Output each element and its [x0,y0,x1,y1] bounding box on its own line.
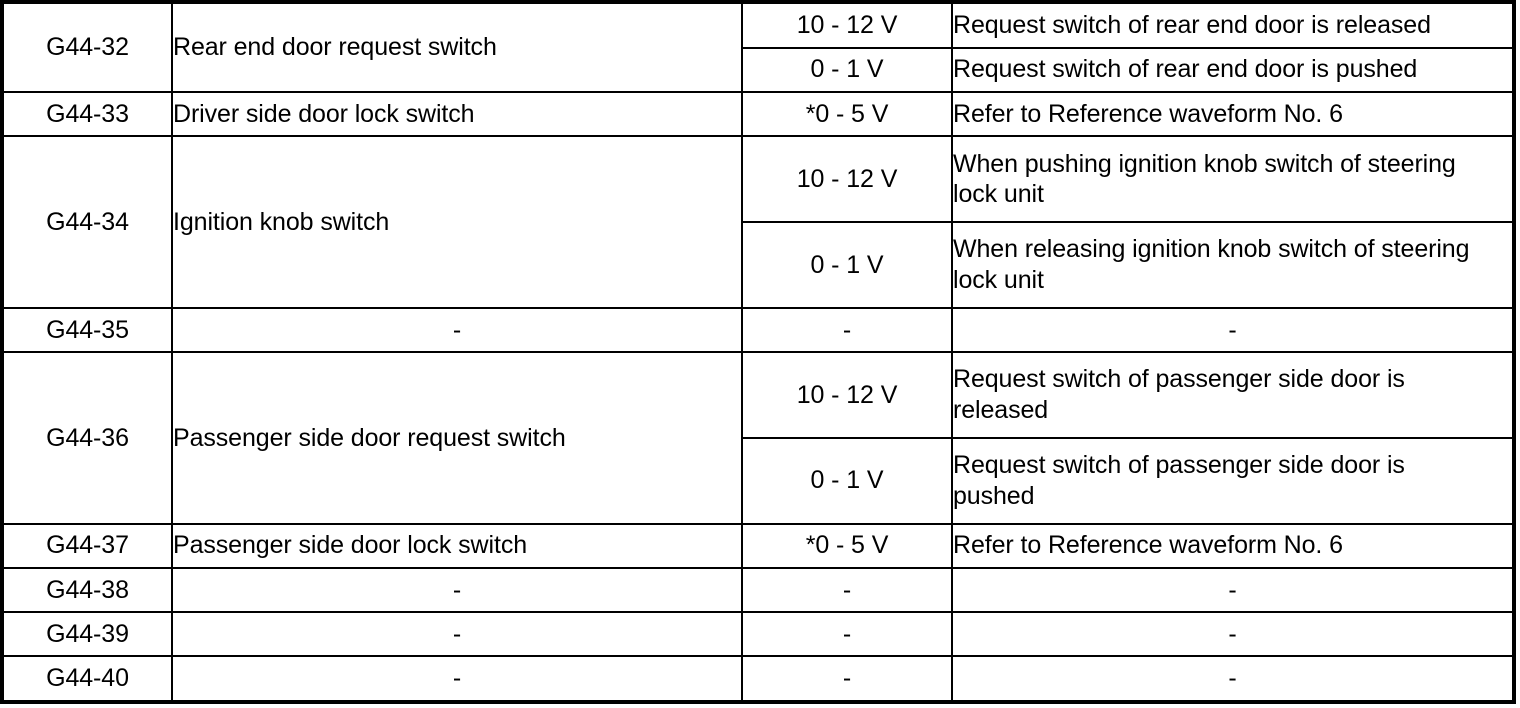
voltage-cell: - [741,566,953,614]
condition-text: Request switch of rear end door is relea… [953,11,1431,40]
condition-cell: - [951,655,1515,703]
terminal-id-cell: G44-39 [1,611,173,658]
voltage-cell: 0 - 1 V [741,46,953,93]
voltage-cell: 10 - 12 V [741,135,953,223]
condition-cell: Request switch of rear end door is relea… [951,1,1515,49]
condition-cell: Refer to Reference waveform No. 6 [951,90,1515,138]
voltage-cell: 10 - 12 V [741,1,953,49]
condition-text: Request switch of rear end door is pushe… [953,55,1418,84]
voltage-cell: - [741,306,953,353]
terminal-id-cell: G44-40 [1,655,173,703]
condition-cell: When pushing ignition knob switch of ste… [951,135,1515,223]
condition-text: Refer to Reference waveform No. 6 [953,531,1343,560]
table-row: G44-38--- [1,566,1515,614]
voltage-cell: 0 - 1 V [741,220,953,309]
condition-cell: When releasing ignition knob switch of s… [951,220,1515,309]
condition-cell: Request switch of rear end door is pushe… [951,46,1515,93]
signal-name-cell: - [171,611,743,658]
terminal-id-cell: G44-37 [1,522,173,569]
condition-text: When releasing ignition knob switch of s… [953,235,1470,294]
signal-name-cell: Passenger side door lock switch [171,522,743,569]
condition-text: - [1228,315,1237,344]
condition-text: - [1228,664,1237,693]
condition-text: When pushing ignition knob switch of ste… [953,149,1456,209]
condition-text: Refer to Reference waveform No. 6 [953,99,1343,128]
signal-name-cell: Rear end door request switch [171,1,743,93]
condition-cell: Refer to Reference waveform No. 6 [951,522,1515,569]
condition-cell: - [951,306,1515,353]
voltage-cell: - [741,611,953,658]
terminal-id-cell: G44-35 [1,306,173,353]
condition-cell: - [951,611,1515,658]
terminal-id-cell: G44-38 [1,566,173,614]
terminal-id-cell: G44-33 [1,90,173,138]
signal-name-cell: - [171,566,743,614]
table-row: G44-40--- [1,655,1515,703]
voltage-cell: - [741,655,953,703]
condition-cell: - [951,566,1515,614]
signal-name-cell: Passenger side door request switch [171,350,743,525]
condition-cell: Request switch of passenger side door is… [951,436,1515,525]
condition-text: - [1228,575,1237,604]
table-row: G44-39--- [1,611,1515,658]
voltage-cell: *0 - 5 V [741,522,953,569]
signal-name-cell: - [171,655,743,703]
table-row: G44-35--- [1,306,1515,353]
signal-name-cell: Ignition knob switch [171,135,743,309]
voltage-cell: 0 - 1 V [741,436,953,525]
condition-text: Request switch of passenger side door is… [953,365,1405,424]
signal-name-cell: Driver side door lock switch [171,90,743,138]
terminal-id-cell: G44-36 [1,350,173,525]
voltage-cell: 10 - 12 V [741,350,953,439]
terminal-id-cell: G44-34 [1,135,173,309]
condition-text: Request switch of passenger side door is… [953,451,1405,510]
terminal-id-cell: G44-32 [1,1,173,93]
condition-cell: Request switch of passenger side door is… [951,350,1515,439]
condition-text: - [1228,619,1237,648]
voltage-cell: *0 - 5 V [741,90,953,138]
signal-name-cell: - [171,306,743,353]
